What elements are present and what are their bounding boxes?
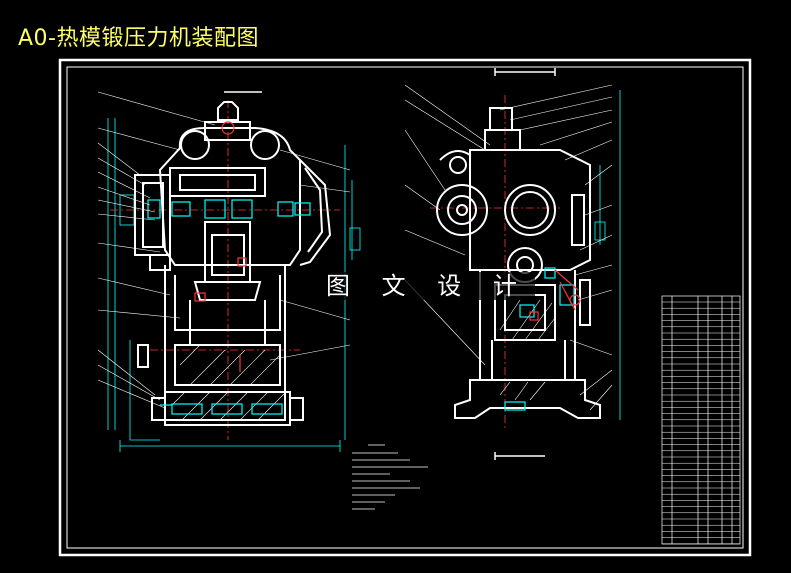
- front-press-body: [134, 101, 332, 426]
- section-markers: [224, 68, 556, 460]
- front-centerlines: [110, 100, 340, 440]
- side-red-details: [529, 269, 581, 321]
- drawing-frame: [58, 58, 752, 557]
- side-leaders: [404, 84, 613, 411]
- side-dimension-lines: [594, 90, 621, 420]
- front-section-hatching: [171, 344, 287, 421]
- parts-list-rows: [662, 301, 740, 545]
- technical-notes-block: [352, 444, 428, 510]
- side-view: [224, 68, 621, 460]
- front-cyan-parts: [147, 199, 311, 415]
- front-red-details: [194, 121, 247, 372]
- side-section-hatching: [499, 299, 556, 401]
- side-press-body: [436, 107, 601, 419]
- front-view: [97, 91, 361, 452]
- watermark-text: 图 文 设 计: [320, 272, 535, 300]
- front-leaders: [97, 91, 351, 409]
- drawing-title: A0-热模锻压力机装配图: [18, 26, 259, 51]
